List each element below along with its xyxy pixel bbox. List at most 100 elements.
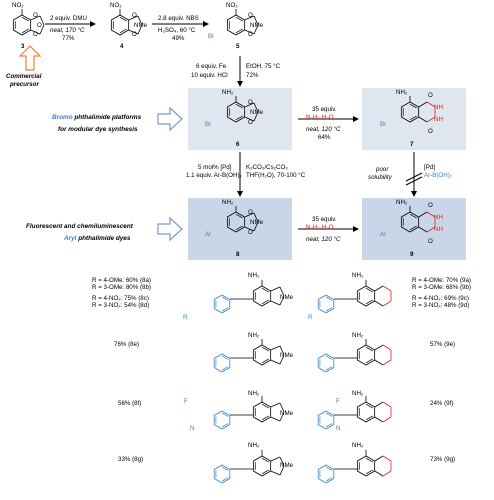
mol-9-aryl-0-double-bond — [325, 296, 333, 301]
atom-o-8b: O — [248, 229, 253, 236]
atom-nme-5: NMe — [250, 22, 264, 29]
step6-cond: neat, 120 °C — [306, 236, 341, 243]
mol-8-lower-2-benzene — [252, 401, 272, 423]
mol-9-lower-1-n1 — [382, 344, 392, 351]
mol-9-lower-3-n1 — [382, 455, 392, 462]
atom-o-3c: O — [33, 31, 38, 38]
atom-nme-8f: NMe — [280, 410, 294, 417]
atom-f-9f: F — [336, 398, 340, 405]
series-right-row: R = 4-NO₂: 69% (9c) — [412, 294, 469, 302]
atom-o-7b: O — [428, 128, 433, 135]
mol-9-lower-0-c1 — [374, 285, 384, 292]
mol-8-n1 — [253, 212, 259, 223]
mol-8-aryl-3-double-bond — [221, 466, 229, 471]
atom-no2-3: NO₂ — [12, 2, 24, 9]
aryl-word: Aryl — [64, 235, 77, 242]
mol-9-aryl-3-double-bond — [325, 477, 333, 482]
mol-9-lower-2-c2 — [374, 416, 384, 423]
box-compound-6 — [188, 88, 292, 150]
mol-8-lower-3-n2 — [279, 465, 285, 476]
mol-3-benzene-double-bond — [21, 28, 29, 34]
bromo-label-line2: for modular dye synthesis — [58, 126, 138, 133]
mol-9-n1 — [426, 211, 436, 218]
mol-9-lower-3-n2 — [382, 470, 392, 477]
atom-nh2-9a: NH₂ — [352, 272, 364, 279]
atom-o-4a: O — [132, 12, 137, 19]
mol-6-c1 — [244, 102, 255, 108]
mol-8-aryl-0 — [213, 294, 231, 314]
mol-5-c1 — [244, 15, 255, 21]
mol-9-lower-0-benzene-double-bond — [365, 287, 373, 293]
compound-number-4: 4 — [120, 43, 124, 50]
step2-reagent: 2.8 equiv. NBS — [158, 15, 199, 22]
atom-nme-8a: NMe — [280, 294, 294, 301]
box-compound-7 — [362, 88, 466, 150]
mol-4-benzene — [110, 14, 130, 36]
atom-o-8a: O — [248, 209, 253, 216]
yield-8f: 56% (8f) — [118, 400, 142, 407]
mol-9-lower-1-benzene-double-bond — [365, 358, 373, 364]
atom-n-8f: N — [190, 425, 195, 432]
atom-o-5a: O — [248, 12, 253, 19]
mol-8-lower-2-c1 — [270, 402, 281, 408]
mol-8-lower-3-n1 — [279, 456, 285, 467]
atom-no2-4: NO₂ — [110, 2, 122, 9]
aryl-rest: phthalimide dyes — [76, 235, 131, 242]
mol-8-aryl-3-double-bond — [221, 477, 229, 482]
mol-3-n2 — [39, 24, 45, 35]
mol-9-aryl-2-double-bond — [325, 412, 333, 417]
mol-9-aryl-0-double-bond — [325, 307, 333, 312]
yield-8g: 33% (8g) — [118, 456, 144, 463]
aryl-pointer-arrow — [157, 216, 183, 242]
mol-4-n2 — [137, 24, 143, 35]
mol-4-benzene-double-bond — [119, 28, 127, 34]
mol-4-c1 — [128, 15, 139, 21]
mol-8-lower-2-n2 — [279, 411, 285, 422]
atom-nh2-9e: NH₂ — [352, 332, 364, 339]
atom-nh-9a: NH — [434, 214, 443, 221]
mol-8-n2 — [253, 221, 259, 232]
step5-r3: K₂CO₃/Cs₂CO₃ — [246, 164, 288, 171]
mol-7-c2 — [418, 116, 428, 123]
mol-9-aryl-1-double-bond — [325, 355, 333, 360]
step2-yield: 49% — [172, 35, 185, 42]
bromo-label: Bromo phthalimide platforms — [52, 114, 141, 121]
atom-nme-6: NMe — [250, 109, 264, 116]
compound-number-5: 5 — [236, 43, 240, 50]
bromo-rest: phthalimide platforms — [72, 114, 142, 121]
compound-number-9: 9 — [410, 251, 414, 258]
blocked-mark-2 — [405, 176, 423, 186]
mol-9-lower-1-n2 — [382, 359, 392, 366]
atom-nh2-8a: NH₂ — [248, 272, 260, 279]
mol-3-c1 — [30, 15, 41, 21]
mol-4-benzene-double-bond — [119, 16, 127, 22]
mol-8-lower-2-n1 — [279, 402, 285, 413]
step3-cond: EtOH, 75 °C — [246, 63, 281, 70]
mol-9-lower-3-c2 — [374, 470, 384, 477]
atom-nme-8e: NMe — [280, 352, 294, 359]
mol-8-lower-2-benzene-double-bond — [261, 403, 269, 409]
mol-8-lower-0-benzene — [252, 285, 272, 307]
mol-7-n2 — [426, 116, 436, 123]
series-right-row: R = 4-OMe: 70% (9a) — [412, 277, 471, 284]
poor-label: poor — [376, 166, 389, 173]
step5-r4: THF(H₂O), 70-100 °C — [246, 172, 306, 179]
atom-r-8a: R — [183, 314, 188, 321]
yield-9f: 24% (9f) — [430, 400, 454, 407]
mol-8-lower-3-c2 — [270, 470, 281, 476]
pd-label: [Pd] — [424, 164, 436, 171]
mol-3-n1 — [39, 15, 45, 26]
atom-o-4b: O — [132, 31, 137, 38]
mol-8-lower-1-benzene — [252, 344, 272, 366]
mol-8-aryl-2 — [213, 410, 231, 430]
mol-8-lower-0-n2 — [279, 295, 285, 306]
compound-number-7: 7 — [410, 141, 414, 148]
step3-r1: 6 equiv. Fe — [196, 63, 227, 70]
mol-9-lower-2-c1 — [374, 401, 384, 408]
mol-8-aryl-0-double-bond — [221, 296, 229, 301]
mol-9-n2 — [426, 226, 436, 233]
mol-9-benzene-double-bond — [409, 213, 417, 219]
mol-9-lower-1-benzene-double-bond — [365, 346, 373, 352]
precursor-arrow — [18, 45, 42, 71]
mol-5-n2 — [253, 24, 259, 35]
